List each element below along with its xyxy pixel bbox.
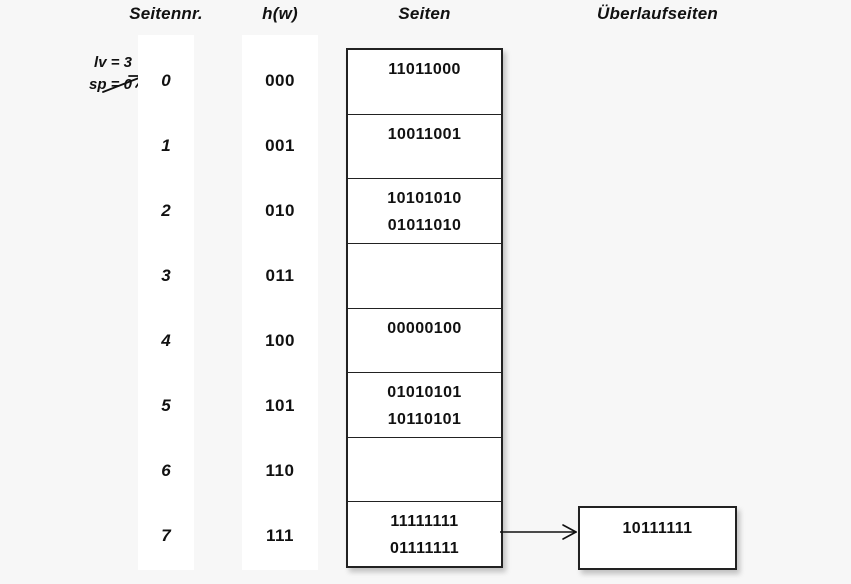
hash-value-cell: 100 [265,330,295,350]
page-entry: 10110101 [387,411,462,429]
page-row: 11111111 01111111 [348,502,501,566]
hash-value-cell: 110 [265,460,295,480]
page-number-cell: 7 [161,525,171,545]
page-entry: 10101010 [387,190,462,208]
page-row: 01010101 10110101 [348,373,501,438]
hash-column-strip [242,35,318,570]
column-header-hash-function: h(w) [262,4,298,23]
page-row: 11011000 [348,50,501,115]
page-entry: 11111111 [390,513,459,531]
hash-value-cell: 011 [265,265,295,285]
page-number-cell: 1 [161,135,171,155]
level-value-label: lv = 3 [94,54,132,71]
page-number-cell: 6 [161,460,171,480]
page-entry: 11011000 [388,61,461,78]
column-header-seitennr: Seitennr. [129,4,203,23]
pages-table: 11011000 10011001 10101010 01011010 0000… [346,48,503,568]
seitennr-column: 0 1 2 3 4 5 6 7 [138,48,194,568]
page-number-cell: 4 [161,330,171,350]
hash-value-cell: 101 [265,395,295,415]
overflow-page-entry: 10111111 [622,520,693,537]
page-entry: 10011001 [387,125,462,143]
page-row: 00000100 [348,308,501,374]
page-entry: 01111111 [389,540,460,558]
page-row: 10101010 01011010 [348,179,501,244]
page-row: 10011001 [348,114,501,180]
page-number-cell: 2 [161,200,171,220]
overflow-link-arrow-icon [500,524,577,540]
page-number-cell: 3 [161,265,171,285]
hash-value-cell: 111 [266,525,294,545]
seitennr-column-strip [138,35,194,570]
page-row [348,243,501,309]
page-entry: 01010101 [387,384,462,402]
hash-value-cell: 010 [265,200,295,220]
page-entry: 01011010 [387,217,462,235]
split-pointer-label: sp = 0 [89,76,132,93]
hash-value-cell: 000 [265,70,295,90]
page-number-cell: 0 [161,70,171,90]
hash-value-column: 000 001 010 011 100 101 110 111 [242,48,318,568]
column-header-seiten: Seiten [398,4,451,23]
hash-state-annotation: lv = 3 sp = 0 [22,52,132,96]
overflow-page-box: 10111111 [578,506,737,570]
hash-value-cell: 001 [265,135,295,155]
page-entry: 00000100 [387,319,462,337]
page-row [348,437,501,503]
page-number-cell: 5 [161,395,171,415]
column-header-ueberlaufseiten: Überlaufseiten [597,4,718,23]
